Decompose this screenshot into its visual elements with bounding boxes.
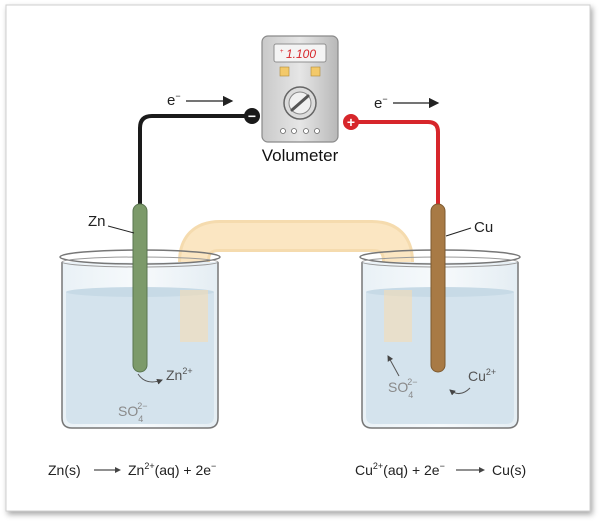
electron-flow-right: e− <box>374 94 440 112</box>
right-sulfate-arrow <box>387 355 400 377</box>
copper-ion-arrow <box>449 387 471 396</box>
negative-wire <box>138 114 246 207</box>
electron-flow-right-label: e− <box>374 94 388 112</box>
meter-button-right <box>310 66 321 77</box>
voltmeter: + 1.100 <box>261 35 339 143</box>
salt-bridge-left-leg <box>180 290 208 342</box>
zinc-electrode <box>132 203 148 373</box>
negative-terminal: − <box>244 108 260 124</box>
zinc-ion-arrow <box>137 373 163 385</box>
meter-button-left <box>279 66 290 77</box>
copper-label: Cu <box>474 219 493 236</box>
left-reaction-reactant: Zn(s) <box>48 462 81 478</box>
zinc-label: Zn <box>88 213 106 230</box>
zinc-ion-label: Zn2+ <box>166 366 193 383</box>
left-reaction-product: Zn2+(aq) + 2e− <box>128 461 216 478</box>
copper-label-leader <box>445 227 472 237</box>
electron-flow-left-label: e− <box>167 91 181 109</box>
meter-display <box>273 43 327 63</box>
right-sulfate-label: SO42− <box>388 377 418 400</box>
meter-label: Volumeter <box>262 146 339 165</box>
negative-terminal-symbol: − <box>248 108 256 124</box>
right-reaction-reactant: Cu2+(aq) + 2e− <box>355 461 445 478</box>
zinc-label-leader <box>107 225 135 234</box>
electron-flow-left: e− <box>167 91 234 109</box>
positive-wire <box>352 120 440 207</box>
copper-ion-label: Cu2+ <box>468 367 496 384</box>
copper-electrode <box>430 203 446 373</box>
positive-terminal-symbol: + <box>347 114 355 130</box>
left-sulfate-label: SO42− <box>118 401 148 424</box>
left-half-reaction: Zn(s) Zn2+(aq) + 2e− <box>48 461 216 478</box>
positive-terminal: + <box>343 114 359 130</box>
meter-reading: 1.100 <box>286 47 316 61</box>
salt-bridge-right-leg <box>384 290 412 342</box>
meter-display-sign: + <box>280 49 284 55</box>
meter-dial-pointer <box>290 94 310 112</box>
right-reaction-product: Cu(s) <box>492 462 526 478</box>
right-half-reaction: Cu2+(aq) + 2e− Cu(s) <box>355 461 526 478</box>
